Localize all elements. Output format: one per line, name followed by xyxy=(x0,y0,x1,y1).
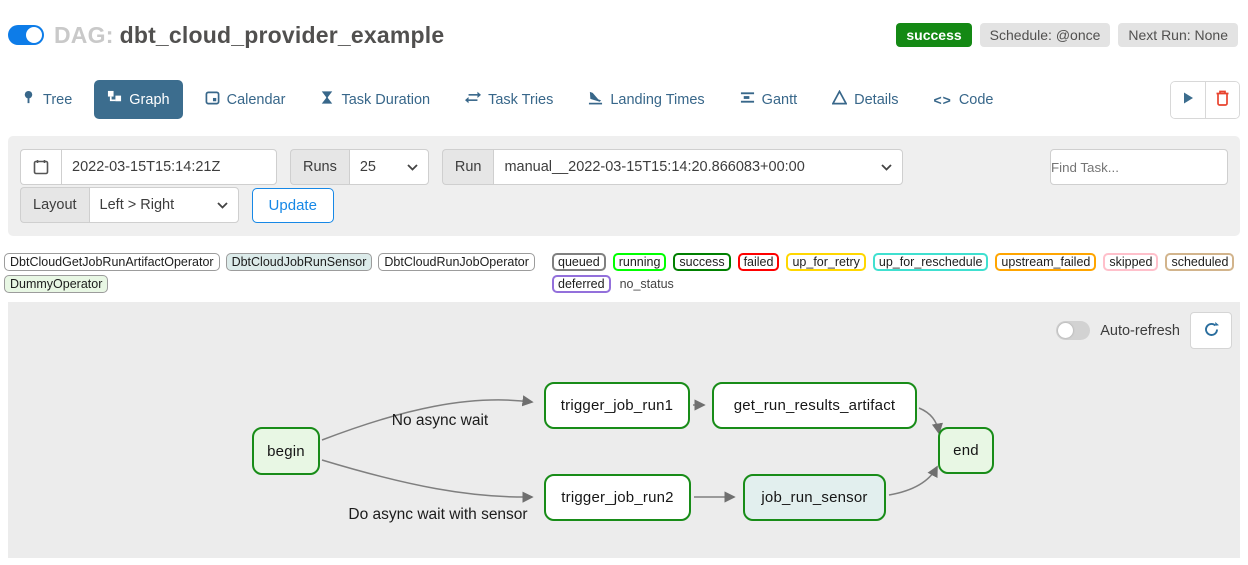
run-label: Run xyxy=(441,149,494,185)
tab-task-duration[interactable]: Task Duration xyxy=(307,80,443,119)
run-select[interactable]: manual__2022-03-15T15:14:20.866083+00:00 xyxy=(493,149,904,185)
status-legend-badge: failed xyxy=(737,253,780,271)
auto-refresh-label: Auto-refresh xyxy=(1100,322,1180,339)
graph-edge xyxy=(918,407,943,435)
page-title: DAG:dbt_cloud_provider_example xyxy=(54,22,444,49)
dag-name: dbt_cloud_provider_example xyxy=(119,21,445,48)
status-legend-badge: running xyxy=(612,253,667,271)
calendar-icon xyxy=(205,90,220,109)
task-node-trigger_job_run1[interactable]: trigger_job_run1 xyxy=(544,382,690,429)
operator-legend: DbtCloudGetJobRunArtifactOperator DbtClou… xyxy=(4,253,552,293)
find-task-input[interactable] xyxy=(1050,149,1228,185)
trash-icon xyxy=(1215,90,1230,109)
gantt-icon xyxy=(740,90,755,109)
base-date-input[interactable] xyxy=(61,149,277,185)
operator-legend-badge: DbtCloudRunJobOperator xyxy=(378,253,535,271)
graph-edges xyxy=(321,395,943,503)
tab-landing-times[interactable]: Landing Times xyxy=(575,80,717,119)
status-legend: queued running success failed up_for_retry up… xyxy=(552,253,1246,293)
graph-edge xyxy=(321,395,534,441)
status-legend-badge: success xyxy=(673,253,731,271)
code-icon: <> xyxy=(933,91,952,108)
base-date-group xyxy=(20,149,277,185)
operator-legend-badge: DummyOperator xyxy=(4,275,109,293)
run-group: Run manual__2022-03-15T15:14:20.866083+0… xyxy=(441,149,904,185)
tree-icon xyxy=(21,90,36,109)
tab-task-tries[interactable]: Task Tries xyxy=(452,80,566,119)
tab-gantt[interactable]: Gantt xyxy=(727,80,810,119)
runs-label: Runs xyxy=(290,149,349,185)
task-node-get_run_results_artifact[interactable]: get_run_results_artifact xyxy=(712,382,917,429)
status-legend-badge: scheduled xyxy=(1165,253,1235,271)
legend-bar: DbtCloudGetJobRunArtifactOperator DbtClou… xyxy=(2,253,1248,293)
status-badge[interactable]: success xyxy=(896,23,972,47)
tab-details[interactable]: Details xyxy=(819,80,911,119)
task-node-trigger_job_run2[interactable]: trigger_job_run2 xyxy=(544,474,691,521)
dag-prefix-label: DAG: xyxy=(54,21,114,48)
chevron-down-icon xyxy=(881,159,893,175)
layout-select[interactable]: Left > Right xyxy=(88,187,239,223)
chevron-down-icon xyxy=(216,197,228,213)
no-status-label: no_status xyxy=(619,277,674,291)
delete-dag-button[interactable] xyxy=(1205,81,1239,118)
task-node-begin[interactable]: begin xyxy=(252,427,320,475)
details-triangle-icon xyxy=(831,89,848,109)
filter-panel: Runs 25 Run manual__2022-03-15T15:14:20.… xyxy=(8,136,1240,236)
toggle-knob xyxy=(26,27,42,43)
graph-canvas: Auto-refresh begin trigger_job_run1 get_ru… xyxy=(8,302,1240,558)
dag-pause-toggle[interactable] xyxy=(8,25,44,45)
status-legend-badge: upstream_failed xyxy=(995,253,1097,271)
graph-icon xyxy=(107,90,122,109)
next-run-badge: Next Run: None xyxy=(1118,23,1238,47)
operator-legend-badge: DbtCloudJobRunSensor xyxy=(225,253,373,271)
chevron-down-icon xyxy=(407,159,418,175)
runs-group: Runs 25 xyxy=(290,149,429,185)
edge-label: No async wait xyxy=(391,412,489,429)
status-legend-badge: up_for_reschedule xyxy=(872,253,989,271)
tab-tree[interactable]: Tree xyxy=(8,80,85,119)
play-icon xyxy=(1181,91,1195,108)
status-legend-badge: queued xyxy=(552,253,606,271)
operator-legend-badge: DbtCloudGetJobRunArtifactOperator xyxy=(4,253,220,271)
graph-edge xyxy=(321,459,534,503)
tab-calendar[interactable]: Calendar xyxy=(192,80,299,119)
runs-select[interactable]: 25 xyxy=(348,149,429,185)
refresh-icon xyxy=(1203,321,1220,341)
plane-landing-icon xyxy=(588,90,603,109)
update-button[interactable]: Update xyxy=(251,187,334,223)
graph-edge xyxy=(888,465,938,496)
repeat-icon xyxy=(465,90,482,109)
dag-action-buttons xyxy=(1170,80,1240,119)
view-tabs-bar: Tree Graph Calendar Task Duration Task T… xyxy=(8,80,1240,119)
edge-label: Do async wait with sensor xyxy=(348,506,528,523)
auto-refresh-toggle[interactable] xyxy=(1056,321,1091,340)
refresh-button[interactable] xyxy=(1190,312,1232,349)
dag-header: DAG:dbt_cloud_provider_example success S… xyxy=(0,0,1248,54)
task-node-end[interactable]: end xyxy=(938,427,994,474)
tab-graph[interactable]: Graph xyxy=(94,80,183,119)
schedule-badge: Schedule: @once xyxy=(979,23,1111,47)
status-legend-badge: deferred xyxy=(552,275,611,293)
tab-code[interactable]: <> Code xyxy=(933,91,994,108)
calendar-addon-icon[interactable] xyxy=(20,149,61,185)
task-node-job_run_sensor[interactable]: job_run_sensor xyxy=(743,474,886,521)
trigger-dag-button[interactable] xyxy=(1171,81,1205,118)
hourglass-icon xyxy=(320,90,334,109)
layout-group: Layout Left > Right xyxy=(20,187,239,223)
status-legend-badge: up_for_retry xyxy=(786,253,866,271)
layout-label: Layout xyxy=(20,187,89,223)
status-legend-badge: skipped xyxy=(1103,253,1159,271)
toggle-knob xyxy=(1058,323,1074,338)
